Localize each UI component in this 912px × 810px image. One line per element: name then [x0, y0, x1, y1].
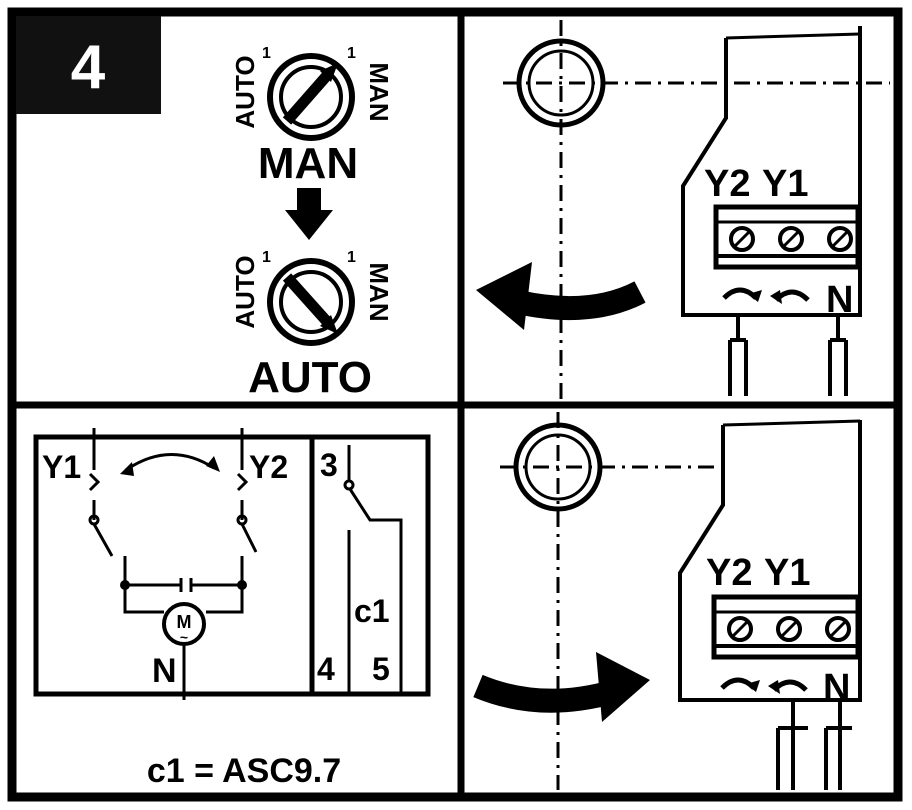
switch-man-mark: 1: [347, 45, 356, 62]
terminal-label-n: N: [826, 279, 853, 321]
terminal-label-n-2: N: [823, 667, 850, 709]
rotate-left-arrow-icon: [476, 262, 646, 330]
switch-pointer: [282, 63, 338, 125]
terminal-screw: [776, 616, 802, 642]
switch-auto-mark-2: 1: [262, 249, 271, 266]
terminal-screw: [827, 226, 853, 252]
terminal-label-y1: Y1: [762, 163, 808, 205]
contact-label-c1: c1: [354, 593, 390, 629]
switch-auto-label: AUTO: [230, 55, 260, 128]
motor-sub-label: ~: [180, 629, 188, 645]
rotation-cw-icon: [722, 287, 762, 302]
down-arrow-icon: [285, 188, 333, 240]
terminal-screw: [825, 616, 851, 642]
terminal-label-y2: Y2: [704, 163, 750, 205]
terminal-block: [713, 204, 861, 270]
switch-state-before: MAN: [258, 139, 358, 188]
switch-man-label-2: MAN: [364, 262, 394, 321]
contact-label-4: 4: [317, 651, 335, 687]
terminal-screw: [729, 226, 755, 252]
switch-state-after: AUTO: [248, 353, 372, 402]
terminal-block-2: [711, 594, 861, 660]
switch-pointer-2: [282, 273, 338, 334]
toggle-arc-icon: [120, 453, 220, 476]
switch-man-mark-2: 1: [347, 249, 356, 266]
rotation-ccw-icon: [768, 679, 808, 694]
caption: c1 = ASC9.7: [147, 752, 341, 790]
terminal-screw: [778, 226, 804, 252]
step-number: 4: [71, 33, 106, 102]
wiring-label-n: N: [152, 652, 177, 690]
terminal-screw: [727, 616, 753, 642]
switch-auto-mark: 1: [262, 45, 271, 62]
step-badge: 4: [16, 16, 161, 114]
contact-label-3: 3: [320, 447, 338, 483]
rotate-right-arrow-icon: [473, 652, 650, 722]
wiring-label-y1: Y1: [42, 449, 81, 485]
contact-label-5: 5: [372, 651, 390, 687]
rotation-cw-icon: [720, 677, 760, 692]
wiring-diagram: Y1 Y2 M ~ N 3 c1 4 5: [33, 428, 431, 790]
selector-switch-auto: AUTO 1 1 MAN AUTO: [230, 249, 394, 402]
terminal-label-y1-2: Y1: [764, 552, 810, 594]
actuator-top: Y2 Y1 N: [476, 20, 890, 400]
rotation-ccw-icon: [770, 289, 810, 304]
switch-auto-label-2: AUTO: [230, 255, 260, 328]
wiring-label-y2: Y2: [249, 449, 288, 485]
terminal-label-y2-2: Y2: [706, 552, 752, 594]
selector-switch-man: AUTO 1 1 MAN MAN: [230, 45, 394, 188]
wiring-frame: [33, 434, 431, 697]
actuator-bottom: Y2 Y1 N: [473, 412, 862, 790]
switch-man-label: MAN: [364, 62, 394, 121]
motor-label: M: [177, 612, 192, 632]
